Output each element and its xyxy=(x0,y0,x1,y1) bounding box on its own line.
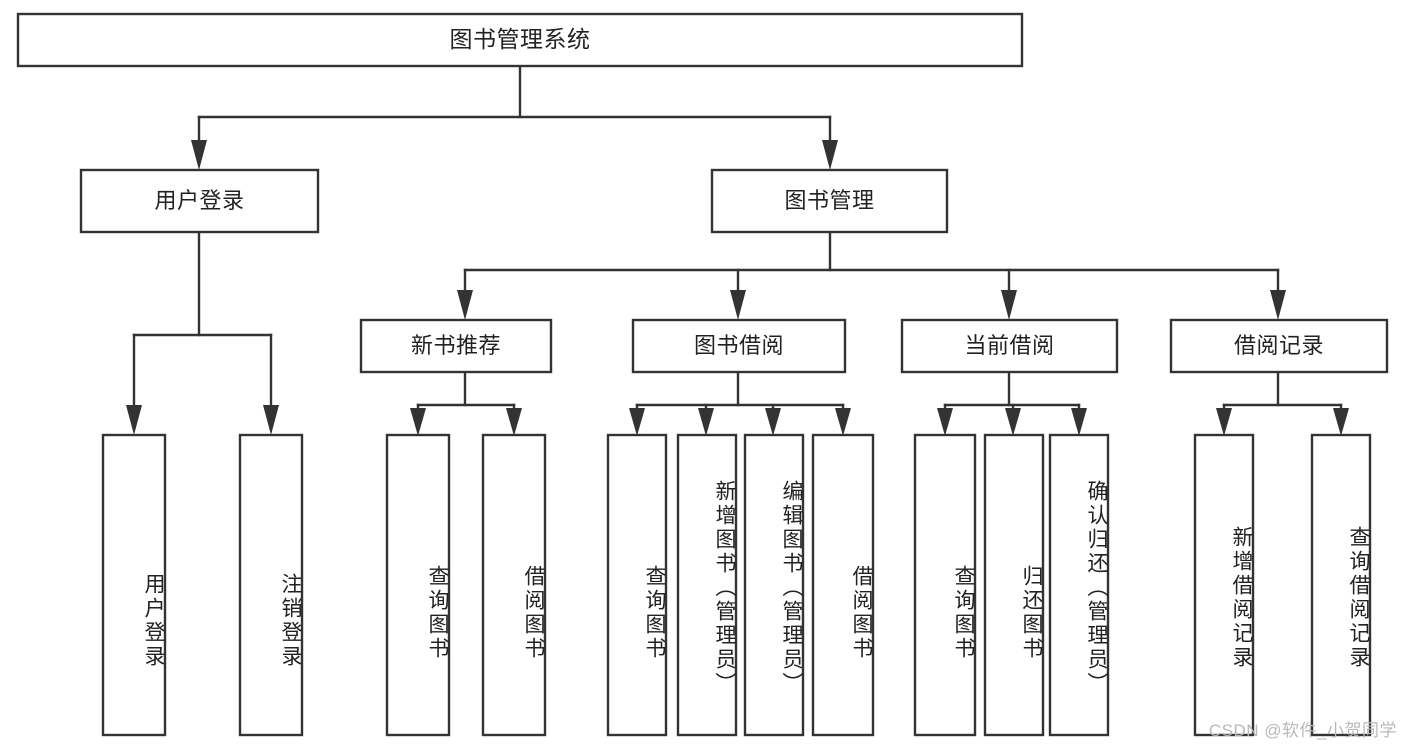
node-box-user-login[interactable] xyxy=(79,168,320,234)
node-box-leaf-logout-login[interactable] xyxy=(238,433,304,737)
arrowhead-icon xyxy=(263,405,279,435)
node-box-leaf-borrow-book-2[interactable] xyxy=(811,433,875,737)
arrowhead-icon xyxy=(730,290,746,320)
node-box-leaf-borrow-book-1[interactable] xyxy=(481,433,547,737)
node-box-leaf-user-login[interactable] xyxy=(101,433,167,737)
arrowhead-icon xyxy=(1071,408,1087,436)
arrowhead-icon xyxy=(410,408,426,436)
arrowhead-icon xyxy=(1001,290,1017,320)
arrowhead-icon xyxy=(1216,408,1232,436)
arrowhead-icon xyxy=(506,408,522,436)
arrowhead-icon xyxy=(765,408,781,436)
arrowhead-icon xyxy=(835,408,851,436)
arrowhead-icon xyxy=(1005,408,1021,436)
watermark-text: CSDN @软件_小贺同学 xyxy=(1208,721,1397,740)
arrowhead-icon xyxy=(822,140,838,170)
node-box-leaf-query-book-2[interactable] xyxy=(606,433,668,737)
arrowhead-icon xyxy=(457,290,473,320)
node-box-leaf-return-book[interactable] xyxy=(983,433,1045,737)
arrowhead-icon xyxy=(191,140,207,170)
arrowhead-icon xyxy=(937,408,953,436)
arrowhead-icon xyxy=(698,408,714,436)
node-box-leaf-add-record[interactable] xyxy=(1193,433,1255,737)
arrowhead-icon xyxy=(1270,290,1286,320)
node-box-book-borrow[interactable] xyxy=(631,318,847,374)
node-box-borrow-record[interactable] xyxy=(1169,318,1389,374)
node-box-new-book-recommend[interactable] xyxy=(359,318,553,374)
arrowhead-icon xyxy=(629,408,645,436)
arrowhead-icon xyxy=(1333,408,1349,436)
arrowheads-group xyxy=(126,140,1349,436)
node-box-leaf-edit-book[interactable] xyxy=(743,433,805,737)
node-box-leaf-add-book[interactable] xyxy=(676,433,738,737)
node-box-leaf-confirm-return[interactable] xyxy=(1048,433,1110,737)
arrowhead-icon xyxy=(126,405,142,435)
boxes-group xyxy=(16,12,1389,737)
node-box-leaf-query-book-3[interactable] xyxy=(913,433,977,737)
node-box-root[interactable] xyxy=(16,12,1024,68)
node-box-leaf-query-record[interactable] xyxy=(1310,433,1372,737)
node-box-current-borrow[interactable] xyxy=(900,318,1119,374)
node-box-book-management[interactable] xyxy=(710,168,949,234)
node-box-leaf-query-book-1[interactable] xyxy=(385,433,451,737)
